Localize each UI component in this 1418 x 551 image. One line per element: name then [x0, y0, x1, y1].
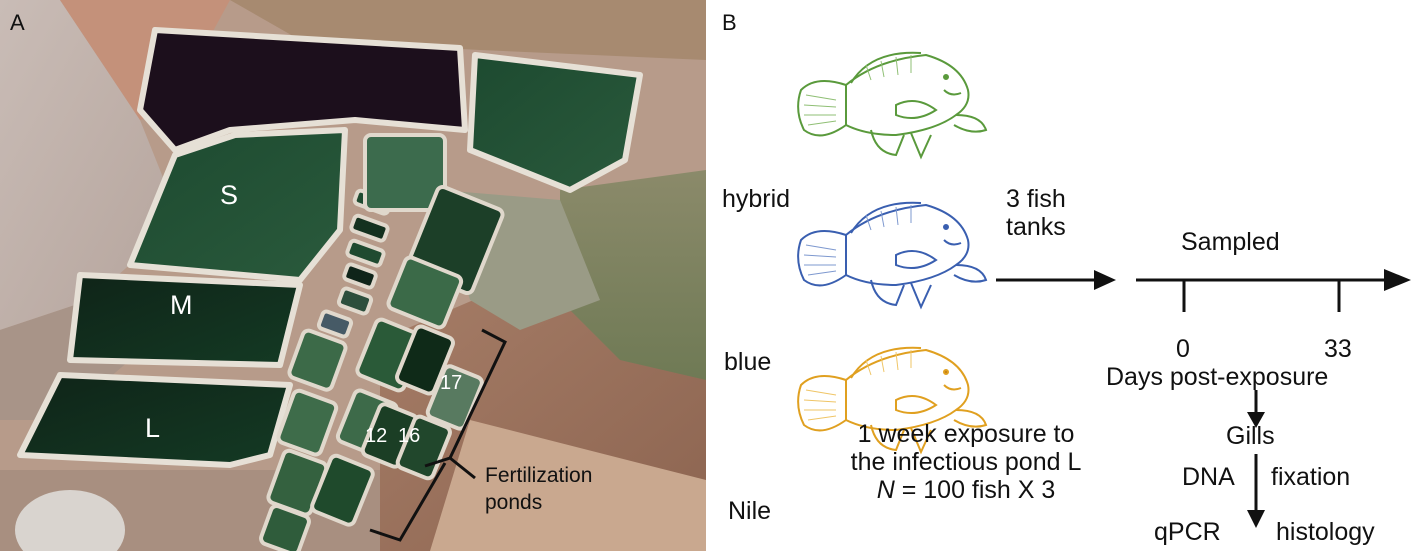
callout-line-1: Fertilization [485, 464, 593, 487]
branch-dna: DNA [1182, 463, 1235, 491]
pond-label-l: L [145, 413, 161, 443]
timeline-axis [1136, 269, 1411, 312]
timeline-tick-label-0: 0 [1176, 335, 1190, 363]
pond-label-s: S [220, 180, 239, 210]
arrow-down-icon [1247, 390, 1265, 428]
output-qpcr: qPCR [1154, 518, 1221, 546]
exposure-caption: 1 week exposure to the infectious pond L… [816, 420, 1116, 504]
sample-gills: Gills [1226, 422, 1275, 450]
transfer-label: 3 fish tanks [1006, 185, 1066, 241]
timeline-title: Sampled [1181, 228, 1280, 256]
caption-line-1: 1 week exposure to [857, 420, 1075, 448]
panel-a-satellite-map: A S M L 17 12 16 Fertilization ponds [0, 0, 706, 551]
panel-b-experiment-diagram: B [706, 0, 1418, 551]
fish-icon-hybrid [797, 51, 988, 160]
branch-fixation: fixation [1271, 463, 1351, 491]
caption-line-2: the infectious pond L [850, 448, 1082, 476]
transfer-label-line-2: tanks [1006, 213, 1066, 241]
pond-label-m: M [170, 290, 193, 320]
fish-icon-nile [797, 346, 988, 455]
arrow-down-split-icon [1247, 454, 1265, 528]
transfer-label-line-1: 3 fish [1006, 185, 1066, 213]
timeline-axis-label: Days post-exposure [1106, 363, 1329, 391]
pond-number-16: 16 [398, 425, 421, 447]
caption-line-3: N = 100 fish X 3 [816, 476, 1116, 504]
fish-label-hybrid: hybrid [722, 185, 791, 213]
panel-a-letter: A [10, 10, 25, 35]
fertilization-bracket [369, 328, 507, 542]
output-histology: histology [1276, 518, 1375, 546]
fish-label-blue: blue [724, 348, 772, 376]
panel-b-letter: B [722, 10, 737, 35]
pond-number-12: 12 [365, 425, 388, 447]
pond-number-17: 17 [440, 372, 463, 394]
fish-icon-blue [797, 201, 988, 310]
caption-n-symbol: N [876, 476, 895, 504]
fertilization-ponds-callout: Fertilization ponds [485, 462, 592, 516]
timeline-tick-label-33: 33 [1324, 335, 1352, 363]
callout-line-2: ponds [485, 491, 543, 514]
fish-label-nile: Nile [728, 497, 772, 525]
caption-n-value: = 100 fish X 3 [894, 476, 1056, 504]
transfer-arrow-icon [996, 270, 1116, 290]
satellite-image [0, 0, 706, 551]
